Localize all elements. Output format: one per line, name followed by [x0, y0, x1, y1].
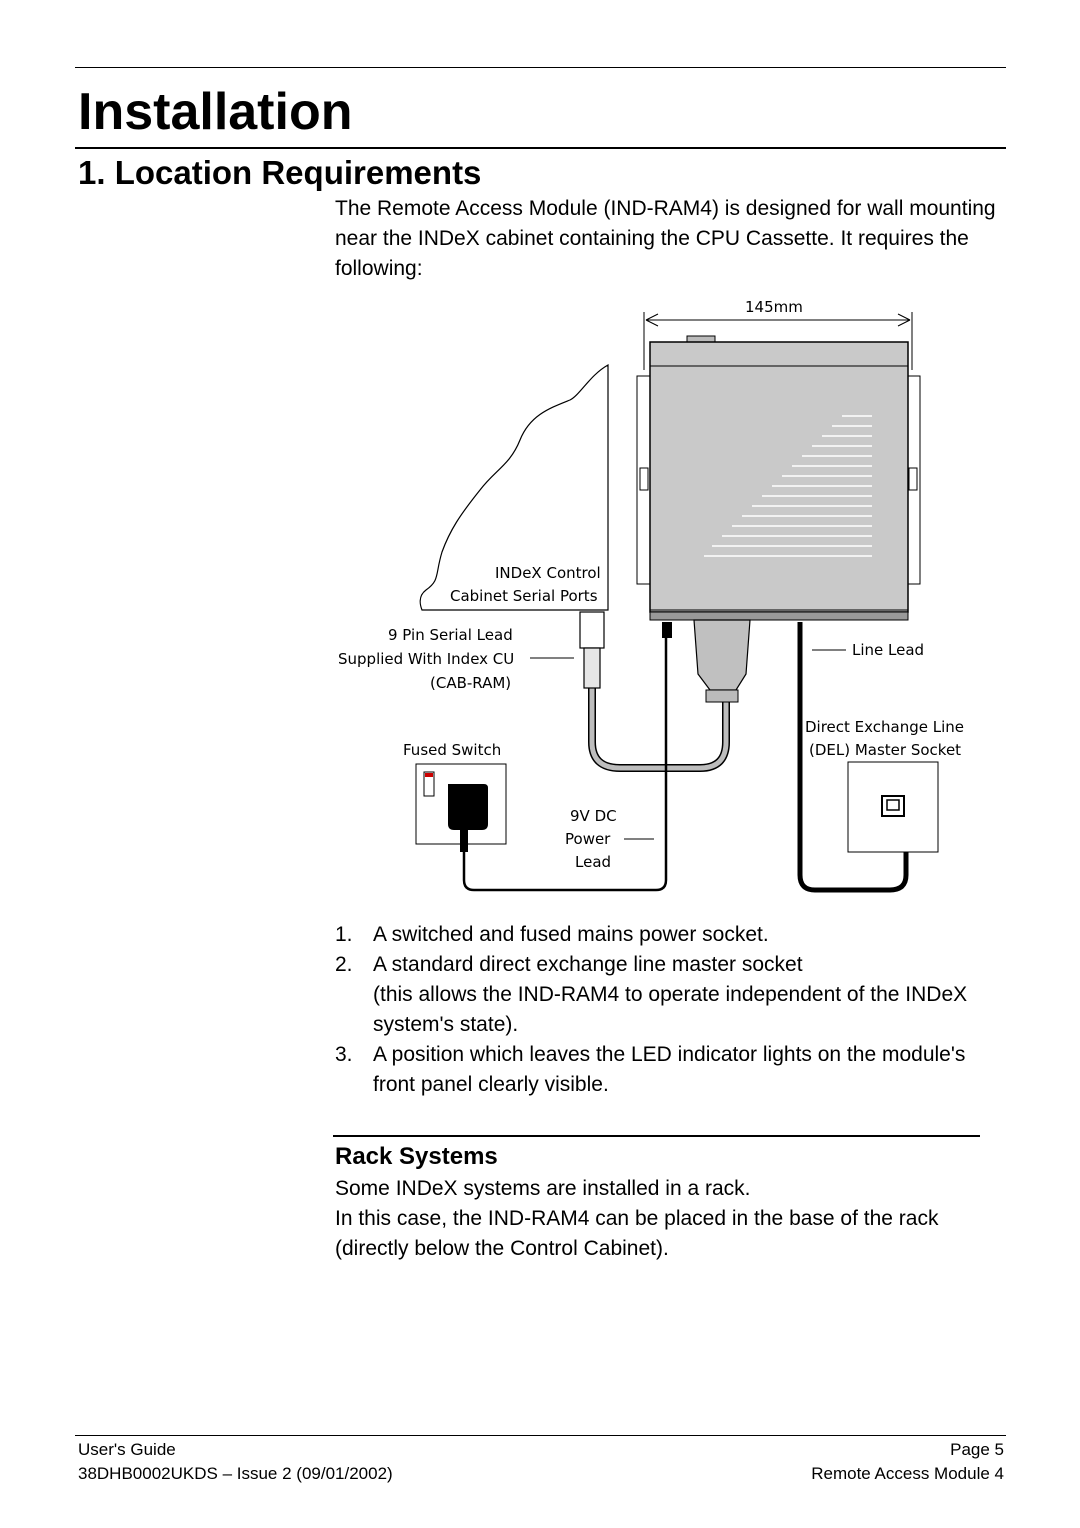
power-label-2: Power [565, 830, 611, 848]
requirement-number-3: 3. [335, 1043, 353, 1066]
requirements-list: 1. A switched and fused mains power sock… [335, 920, 995, 1100]
fused-switch: Fused Switch [403, 741, 507, 852]
del-master-socket: Direct Exchange Line (DEL) Master Socket [805, 718, 964, 853]
cabinet-label-2: Cabinet Serial Ports [450, 587, 598, 605]
requirement-text-3: A position which leaves the LED indicato… [373, 1043, 966, 1096]
title-underline [75, 147, 1006, 149]
serial-label-1: 9 Pin Serial Lead [388, 626, 513, 644]
line-lead-label: Line Lead [852, 641, 924, 659]
dimension-label: 145mm [745, 298, 803, 316]
requirement-text-2: A standard direct exchange line master s… [373, 953, 803, 976]
footer-product-name: Remote Access Module 4 [811, 1464, 1004, 1483]
power-plug [662, 622, 672, 638]
power-label-1: 9V DC [570, 807, 617, 825]
rack-section-rule [333, 1135, 980, 1137]
footer-left: User's Guide 38DHB0002UKDS – Issue 2 (09… [78, 1438, 393, 1486]
serial-connector [579, 611, 605, 689]
installation-diagram-svg: 145mm INDeX Control Cabinet Serial Ports [338, 298, 964, 893]
footer-page-number: Page 5 [950, 1440, 1004, 1459]
del-label-1: Direct Exchange Line [805, 718, 964, 736]
cables [462, 622, 909, 893]
rack-line-1: Some INDeX systems are installed in a ra… [335, 1177, 751, 1200]
requirement-subtext-2: (this allows the IND-RAM4 to operate ind… [373, 983, 968, 1036]
power-lead-callout: 9V DC Power Lead [565, 807, 654, 871]
rack-line-2: In this case, the IND-RAM4 can be placed… [335, 1207, 939, 1260]
requirement-text-1: A switched and fused mains power socket. [373, 923, 769, 946]
requirement-number-1: 1. [335, 923, 353, 946]
section-heading: 1. Location Requirements [78, 154, 482, 191]
serial-label-3: (CAB-RAM) [430, 674, 511, 692]
footer-right: Page 5 Remote Access Module 4 [811, 1438, 1004, 1486]
fused-switch-label: Fused Switch [403, 741, 501, 759]
footer-doc-id: 38DHB0002UKDS – Issue 2 (09/01/2002) [78, 1464, 393, 1483]
control-cabinet: INDeX Control Cabinet Serial Ports [419, 363, 609, 611]
ram4-module [636, 335, 921, 621]
module-front-panel-stripes [704, 415, 872, 557]
serial-lead-callout: 9 Pin Serial Lead Supplied With Index CU… [338, 626, 574, 692]
footer-guide-label: User's Guide [78, 1440, 176, 1459]
footer-rule [75, 1435, 1006, 1436]
installation-diagram: 145mm INDeX Control Cabinet Serial Ports [330, 290, 990, 910]
requirement-item-2: 2. A standard direct exchange line maste… [335, 950, 995, 1040]
cabinet-label-1: INDeX Control [495, 564, 601, 582]
requirement-number-2: 2. [335, 953, 353, 976]
page-title: Installation [78, 83, 353, 141]
module-db-connector [693, 619, 751, 703]
rack-paragraph: Some INDeX systems are installed in a ra… [335, 1174, 995, 1264]
line-lead-callout: Line Lead [812, 641, 924, 659]
rack-heading: Rack Systems [335, 1143, 498, 1170]
power-label-3: Lead [575, 853, 611, 871]
requirement-item-1: 1. A switched and fused mains power sock… [335, 920, 995, 950]
dimension-145mm: 145mm [643, 298, 913, 370]
del-label-2: (DEL) Master Socket [809, 741, 961, 759]
requirement-item-3: 3. A position which leaves the LED indic… [335, 1040, 995, 1100]
serial-label-2: Supplied With Index CU [338, 650, 514, 668]
top-rule [75, 67, 1006, 68]
intro-paragraph: The Remote Access Module (IND-RAM4) is d… [335, 197, 996, 280]
